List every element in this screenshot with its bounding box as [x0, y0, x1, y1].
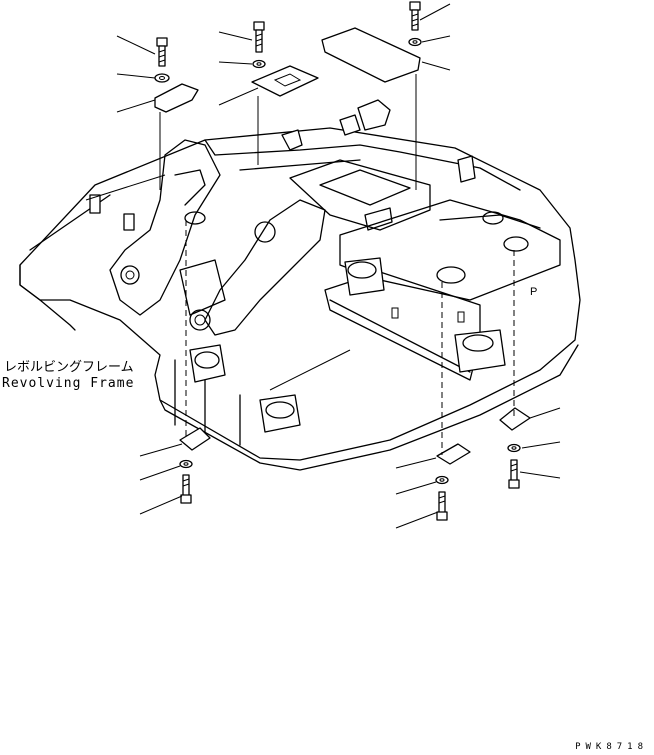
cover-plate-bottom-middle [436, 443, 471, 465]
part-name-japanese: レボルビングフレーム [4, 360, 134, 375]
bolt-bottom-middle [436, 491, 448, 521]
bolt-bottom-right [508, 459, 520, 489]
washer-bottom-right [507, 443, 521, 453]
bolt-top-left [156, 37, 168, 67]
washer-bottom-left [179, 459, 193, 469]
part-name-english: Revolving Frame [2, 376, 135, 391]
cover-plate-bottom-right [499, 407, 531, 431]
washer-top-right [408, 37, 422, 47]
bolt-bottom-left [180, 474, 192, 504]
revolving-frame: P [19, 99, 581, 471]
svg-text:P: P [530, 286, 537, 298]
cover-plate-top-right [321, 27, 421, 83]
assembly-lines [159, 74, 515, 455]
leader-lines [85, 3, 561, 529]
drawing-code: PWK8718 [575, 742, 648, 752]
cover-plate-top-middle [251, 65, 319, 97]
washer-top-middle [252, 59, 266, 69]
washer-bottom-middle [435, 475, 449, 485]
washer-top-left [154, 73, 170, 83]
bolt-top-right [409, 1, 421, 31]
cover-plate-bottom-left [179, 427, 211, 451]
bolt-top-middle [253, 21, 265, 53]
cover-plate-top-left [154, 83, 199, 113]
